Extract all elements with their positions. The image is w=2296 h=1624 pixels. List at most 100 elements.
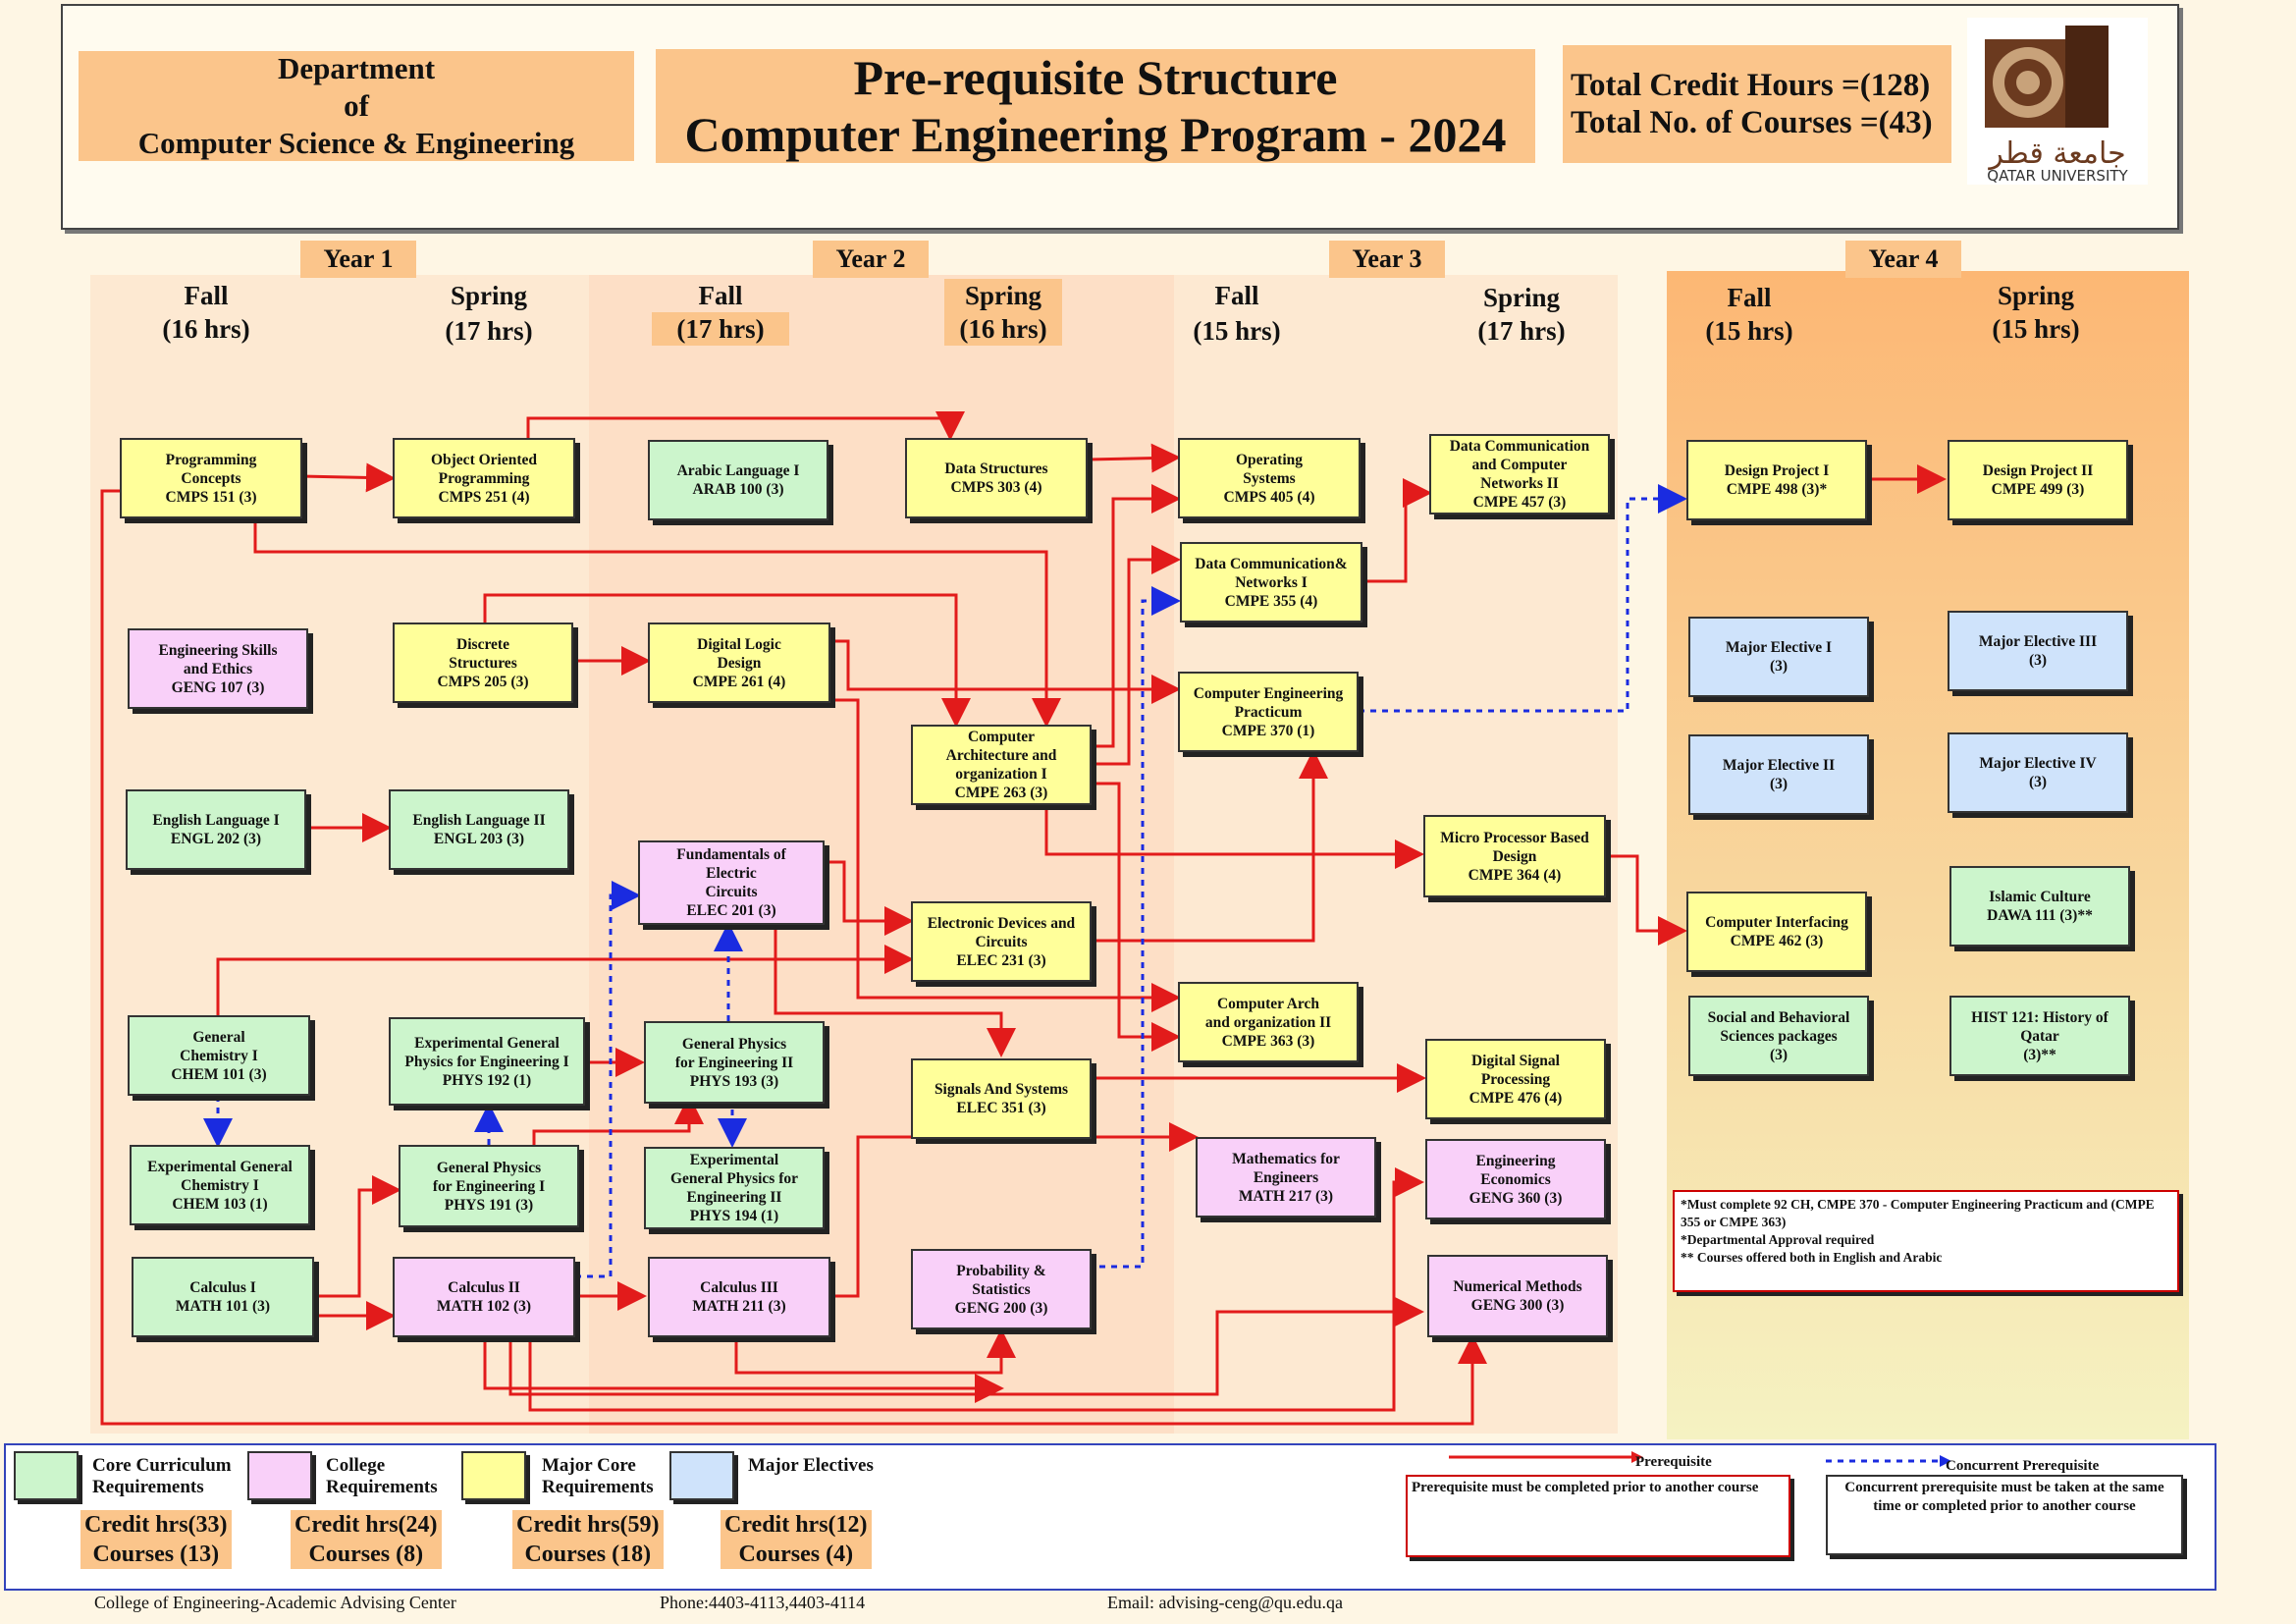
course-math101-line-2: MATH 101 (3) [175,1298,271,1315]
page-title: Pre-requisite Structure Computer Enginee… [656,49,1535,163]
course-math102[interactable]: Calculus II MATH 102 (3) [393,1257,575,1337]
y1-fall-term: Fall [184,281,229,310]
legend-electives-courses: Courses (4) [738,1542,854,1567]
year-2-label: Year 2 [813,241,929,278]
course-phys193-line-2: for Engineering II [674,1054,794,1071]
year-1-label: Year 1 [300,241,416,278]
logo-arabic-text: جامعة قطر [1987,136,2125,171]
course-cmpe355-line-3: CMPE 355 (4) [1224,592,1318,610]
legend-core-credit: Credit hrs(33) [84,1512,228,1538]
legend-college-swatch [247,1451,312,1500]
course-cmpe355-line-1: Data Communication& [1195,555,1348,572]
y4-spring-term: Spring [1997,281,2075,310]
arrow-cmpe364-cmpe462 [1606,854,1687,946]
y3-spring-term: Spring [1482,283,1561,312]
course-cmpe355-line-2: Networks I [1235,573,1308,591]
y3-fall-hours: (15 hrs) [1193,316,1281,346]
course-elec351-line-2: ELEC 351 (3) [956,1100,1046,1116]
course-phys194-line-3: Engineering II [686,1189,782,1206]
course-phys192-line-3: PHYS 192 (1) [442,1071,532,1089]
course-cmpe499-line-2: CMPE 499 (3) [1991,481,2085,498]
course-elective4-line-2: (3) [2028,774,2048,790]
course-cmpe263-line-3: organization I [955,766,1047,783]
course-geng107-line-3: GENG 107 (3) [171,678,265,696]
legend-prereq-title: Prerequisite [1635,1454,1712,1470]
course-elec231-line-1: Electronic Devices and [927,914,1076,932]
footer-email[interactable]: Email: advising-ceng@qu.edu.qa [1107,1593,1344,1612]
course-major-elective-2[interactable]: Major Elective II(3) [1688,734,1869,815]
course-math102-line-2: MATH 102 (3) [436,1298,532,1315]
footnotes-box: *Must complete 92 CH, CMPE 370 - Compute… [1673,1190,2179,1292]
course-math217-line-1: Mathematics for [1232,1150,1340,1167]
course-cmps205-line-3: CMPS 205 (3) [437,673,529,690]
course-cmps251-line-3: CMPS 251 (4) [438,488,530,506]
course-cmps405-line-2: Systems [1243,469,1296,487]
course-arab100-line-2: ARAB 100 (3) [692,481,784,498]
y1-spring-term: Spring [450,281,528,310]
course-major-elective-4[interactable]: Major Elective IV(3) [1948,732,2128,813]
course-major-elective-3[interactable]: Major Elective III(3) [1948,611,2128,691]
course-elec201-line-3: Circuits [705,884,758,900]
course-elec231-line-3: ELEC 231 (3) [956,951,1046,969]
footer-center: College of Engineering-Academic Advising… [94,1593,456,1612]
legend-core-label-1: Core Curriculum [92,1455,232,1476]
title-line-1: Pre-requisite Structure [853,50,1338,105]
legend-major-swatch [461,1451,526,1500]
arrow-cmps205-cmpe263 [483,593,971,728]
course-cmps303-line-1: Data Structures [944,460,1048,477]
y3-spring-label: Spring (17 hrs) [1443,281,1600,348]
course-math102-line-1: Calculus II [448,1279,520,1296]
course-cmpe370-line-2: Practicum [1234,703,1303,721]
course-social-line-2: Sciences packages [1720,1027,1838,1045]
course-hist121-line-1: HIST 121: History of [1971,1008,2109,1026]
course-cmps251-line-2: Programming [438,469,530,487]
course-major-elective-1[interactable]: Major Elective I(3) [1688,617,1869,697]
y1-spring-label: Spring (17 hrs) [410,279,567,348]
course-cmpe462-line-2: CMPE 462 (3) [1730,933,1824,949]
arrow-cmpe263-cmpe355 [1092,545,1181,766]
legend-major-label-2: Requirements [542,1477,654,1497]
course-cmpe462-line-1: Computer Interfacing [1705,914,1848,931]
course-cmpe263-line-1: Computer [967,729,1036,745]
legend-electives-stats: Credit hrs(12) Courses (4) [721,1510,872,1569]
course-phys194-line-1: Experimental [689,1152,779,1168]
